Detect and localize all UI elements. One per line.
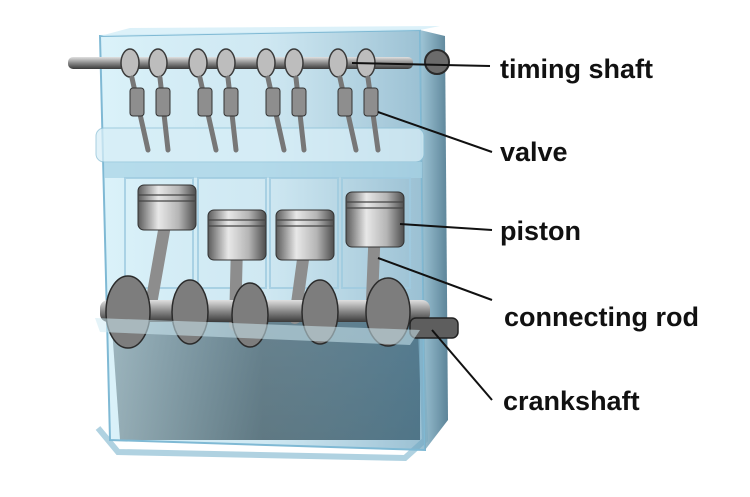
skirt-ledge [95, 318, 420, 345]
label-valve: valve [500, 137, 568, 167]
piston-3 [275, 209, 335, 261]
label-connecting-rod: connecting rod [504, 302, 699, 332]
piston-2 [207, 209, 267, 261]
leader-timing-shaft [351, 62, 491, 67]
leader-connecting-rod [377, 257, 493, 301]
leader-valve [377, 111, 493, 153]
engine-block-top [100, 26, 440, 36]
label-crankshaft: crankshaft [503, 386, 640, 416]
pistons [137, 184, 405, 261]
piston-1 [137, 184, 197, 231]
leader-crankshaft [431, 329, 493, 401]
leader-lines [351, 62, 493, 401]
block-band [104, 162, 422, 178]
valve-springs [129, 87, 379, 117]
leader-piston [399, 223, 493, 231]
label-piston: piston [500, 216, 581, 246]
label-timing-shaft: timing shaft [500, 54, 653, 84]
timing-shaft-end [424, 49, 450, 75]
piston-4 [345, 191, 405, 248]
crankshaft-end [409, 317, 459, 339]
